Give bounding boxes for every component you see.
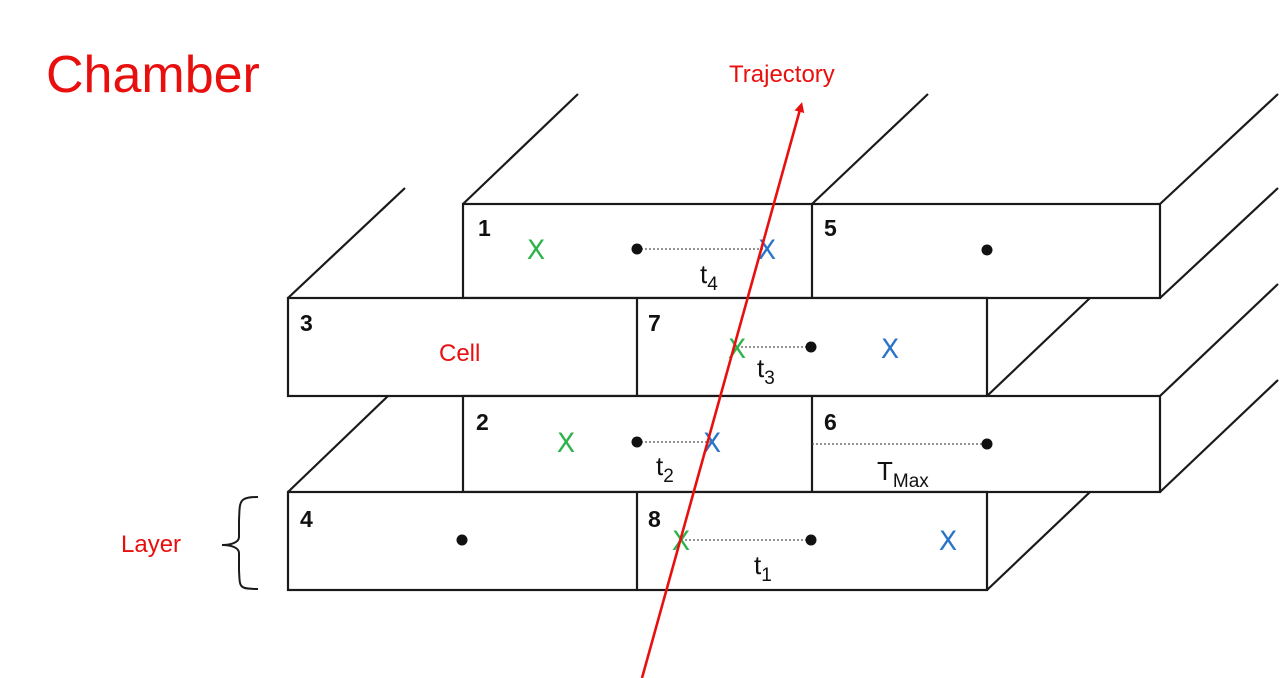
time-label-t4: t4 — [700, 259, 718, 295]
layer-brace — [221, 496, 259, 590]
cell-number-5: 5 — [824, 215, 837, 241]
depth-lines — [287, 93, 1279, 591]
wire-dots — [456, 243, 993, 546]
wire-dot-6 — [981, 438, 993, 450]
diagram-title: Chamber — [46, 46, 260, 104]
cell-number-1: 1 — [478, 215, 491, 241]
time-label-t1: t1 — [754, 550, 772, 586]
wire-dot-5 — [981, 244, 993, 256]
cell-number-8: 8 — [648, 506, 661, 532]
cell-number-4: 4 — [300, 506, 313, 532]
hit-mark-blue-7: X — [881, 334, 900, 365]
trajectory-arrow — [640, 102, 805, 678]
time-label-t2: t2 — [656, 451, 674, 487]
layer-second — [286, 296, 989, 398]
time-label-t3: t3 — [757, 353, 775, 389]
time-label-tmax: TMax — [877, 456, 929, 492]
cell-number-6: 6 — [824, 409, 837, 435]
drift-lines — [637, 248, 987, 541]
cell-label: Cell — [439, 340, 480, 367]
wire-dot-7 — [805, 341, 817, 353]
wire-dot-2 — [631, 436, 643, 448]
wire-dot-1 — [631, 243, 643, 255]
trajectory-label: Trajectory — [729, 61, 835, 88]
hit-mark-green-1: X — [527, 235, 546, 266]
hit-mark-blue-8: X — [939, 526, 958, 557]
time-labels: t4 t3 t2 TMax t1 — [656, 259, 929, 586]
hit-mark-green-2: X — [557, 428, 576, 459]
hit-mark-blue-2: X — [703, 428, 722, 459]
layer-label: Layer — [121, 531, 181, 558]
hit-marks: X X X X X X X X — [527, 235, 958, 557]
cell-numbers: 1 5 3 7 2 6 4 8 — [300, 215, 837, 532]
layer-third — [461, 394, 1162, 494]
wire-dot-8 — [805, 534, 817, 546]
layer-bottom — [286, 490, 989, 592]
cell-number-7: 7 — [648, 310, 661, 336]
cell-number-2: 2 — [476, 409, 489, 435]
wire-dot-4 — [456, 534, 468, 546]
layer-top — [461, 202, 1162, 300]
cell-number-3: 3 — [300, 310, 313, 336]
